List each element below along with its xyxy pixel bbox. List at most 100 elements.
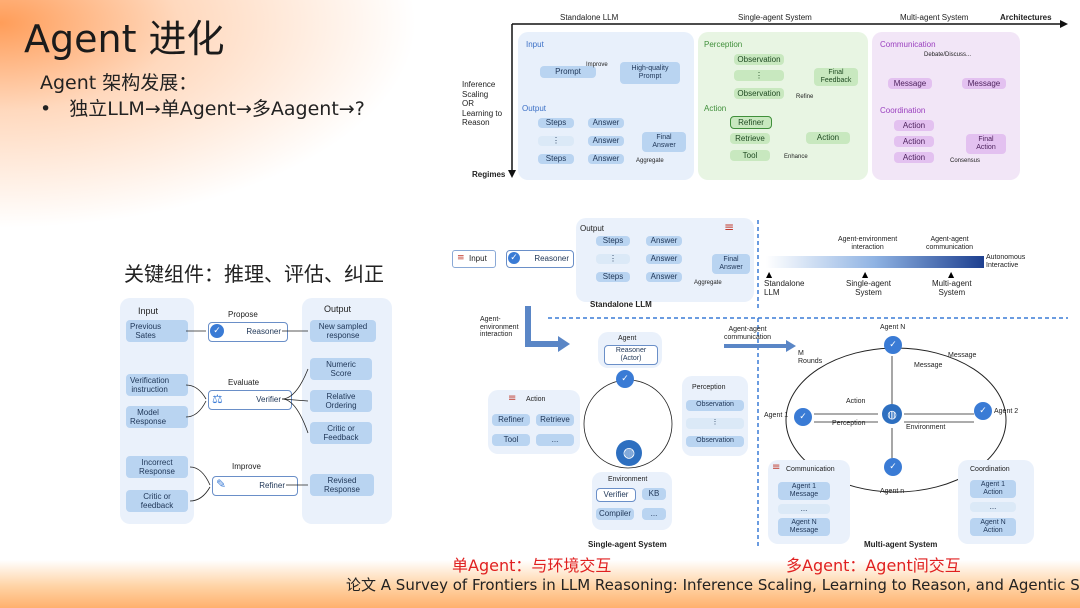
left-verification-instruction: Verification instruction xyxy=(126,374,188,396)
axis-lines xyxy=(508,20,1068,178)
llm-steps-2: Steps xyxy=(538,154,574,164)
llm-steps-1: Steps xyxy=(538,118,574,128)
single-agent-label: Agent xyxy=(618,335,637,342)
multi-agent-n-icon: ✓ xyxy=(884,336,902,354)
right-steps-ellipsis: ⋮ xyxy=(596,254,630,264)
right-final-answer: Final Answer xyxy=(712,254,750,274)
right-aggregate-label: Aggregate xyxy=(694,280,722,286)
single-agent-system-title: Single-agent System xyxy=(588,540,667,549)
multi-message-1: Message xyxy=(888,78,932,89)
single-action-label-r: Action xyxy=(526,396,546,403)
col-header-standalone: Standalone LLM xyxy=(560,13,619,22)
citation: 论文 A Survey of Frontiers in LLM Reasonin… xyxy=(346,576,1080,594)
multi-coordination-panel: Coordination Agent 1 Action ... Agent N … xyxy=(958,460,1034,544)
multi-agentn-action: Agent N Action xyxy=(970,518,1016,536)
single-refine-label: Refine xyxy=(796,94,814,100)
single-observation-ellipsis-r: ⋮ xyxy=(686,418,744,429)
multi-action-1: Action xyxy=(894,120,934,131)
single-observation-r1: Observation xyxy=(686,400,744,411)
llm-aggregate-label: Aggregate xyxy=(636,158,664,164)
bullet-marker: • xyxy=(40,98,52,120)
single-agent-box: Agent Reasoner (Actor) xyxy=(598,332,662,368)
multi-perception-label: Perception xyxy=(832,420,866,427)
llm-output-label: Output xyxy=(522,104,547,113)
multi-action-2: Action xyxy=(894,136,934,147)
right-answer-1: Answer xyxy=(646,236,682,246)
llm-answer-3: Answer xyxy=(588,154,624,164)
panel-standalone-llm: Input Prompt Improve High-quality Prompt… xyxy=(518,32,694,180)
brush-icon: ✎ xyxy=(216,477,227,491)
multi-agent-n-bottom-icon: ✓ xyxy=(884,458,902,476)
sliders-icon-4: ≡ xyxy=(772,462,781,473)
scale-marker-3: ▲ xyxy=(948,270,955,279)
multi-agent-note: 多Agent：Agent间交互 xyxy=(786,556,961,575)
single-retrieve: Retrieve xyxy=(730,133,770,144)
right-input-label: Input xyxy=(469,254,487,263)
left-incorrect-response: Incorrect Response xyxy=(126,456,188,478)
reasoner-icon: ✓ xyxy=(210,324,224,338)
single-agent-note: 单Agent：与环境交互 xyxy=(452,556,612,575)
right-standalone-llm-title: Standalone LLM xyxy=(590,300,652,309)
panel-multi-agent: Communication Debate/Discuss... Message … xyxy=(872,32,1020,180)
single-perception-label-r: Perception xyxy=(692,384,726,391)
llm-answer-2: Answer xyxy=(588,136,624,146)
multi-consensus-label: Consensus xyxy=(950,158,981,164)
single-refiner: Refiner xyxy=(730,116,772,129)
single-observation-1: Observation xyxy=(734,54,784,65)
llm-hq-prompt-box: High-quality Prompt xyxy=(620,62,680,84)
sliders-icon: ≡ xyxy=(457,253,465,263)
single-observation-ellipsis: ⋮ xyxy=(734,70,784,81)
multi-agent-system-title: Multi-agent System xyxy=(864,540,938,549)
architectures-label: Architectures xyxy=(1000,13,1052,22)
single-perception-panel: Perception Observation ⋮ Observation xyxy=(682,376,748,456)
llm-steps-ellipsis: ⋮ xyxy=(538,136,574,146)
llm-improve-label: Improve xyxy=(586,62,608,68)
gavel-icon: ⚖ xyxy=(212,392,223,406)
left-revised-response: Revised Response xyxy=(310,474,374,496)
scale-standalone-label: Standalone LLM xyxy=(764,279,805,297)
right-agent-env-interaction: Agent- environment interaction xyxy=(480,316,519,339)
right-input-box: Input ≡ xyxy=(452,250,496,268)
left-refiner-box: Refiner xyxy=(212,476,298,496)
slide-subtitle: Agent 架构发展： xyxy=(40,72,198,94)
multi-communication-panel: Communication ≡ Agent 1 Message ... Agen… xyxy=(768,460,850,544)
left-output-header: Output xyxy=(324,304,352,314)
single-retrieve-r: Retrieve xyxy=(536,414,574,426)
scale-gradient-bar xyxy=(766,256,984,268)
multi-final-action: Final Action xyxy=(966,134,1006,154)
right-answer-3: Answer xyxy=(646,272,682,282)
single-environment-label: Environment xyxy=(608,476,648,483)
single-tool: Tool xyxy=(730,150,770,161)
left-connector-arrows xyxy=(185,330,309,502)
single-action: Action xyxy=(806,132,850,144)
single-final-feedback: Final Feedback xyxy=(814,68,858,86)
left-reasoner-box: Reasoner xyxy=(208,322,288,342)
single-environment-panel: Environment Verifier KB Compiler ... xyxy=(592,472,672,530)
llm-prompt-box: Prompt xyxy=(540,66,596,78)
multi-coordination-label-r: Coordination xyxy=(970,466,1010,473)
multi-agent-2-label: Agent 2 xyxy=(994,408,1019,415)
globe-icon: ◍ xyxy=(616,440,642,466)
left-model-response: Model Response xyxy=(126,406,188,428)
panel-single-agent: Perception Observation ⋮ Observation Fin… xyxy=(698,32,868,180)
slide-glow-top xyxy=(0,0,420,230)
single-agent-head-icon: ✓ xyxy=(616,370,634,388)
single-enhance-label: Enhance xyxy=(784,154,808,160)
multi-agent-2-icon: ✓ xyxy=(974,402,992,420)
scale-multi-label: Multi-agent System xyxy=(932,279,972,297)
left-relative-ordering: Relative Ordering xyxy=(310,390,372,412)
multi-communication-label: Communication xyxy=(880,40,936,49)
multi-agent-n-small-label: Agent n xyxy=(880,488,905,495)
right-answer-2: Answer xyxy=(646,254,682,264)
single-dots-r: ... xyxy=(536,434,574,446)
multi-agent-1-icon: ✓ xyxy=(794,408,812,426)
multi-action-3: Action xyxy=(894,152,934,163)
right-agent-agent-comm-mid: Agent-agent communication xyxy=(724,326,772,341)
single-perception-label: Perception xyxy=(704,40,743,49)
single-observation-2: Observation xyxy=(734,88,784,99)
slide-title: Agent 进化 xyxy=(24,17,225,61)
left-critic-feedback-in: Critic or feedback xyxy=(126,490,188,512)
scale-marker-1: ▲ xyxy=(766,270,773,279)
single-tool-r: Tool xyxy=(492,434,530,446)
multi-message-2: Message xyxy=(962,78,1006,89)
